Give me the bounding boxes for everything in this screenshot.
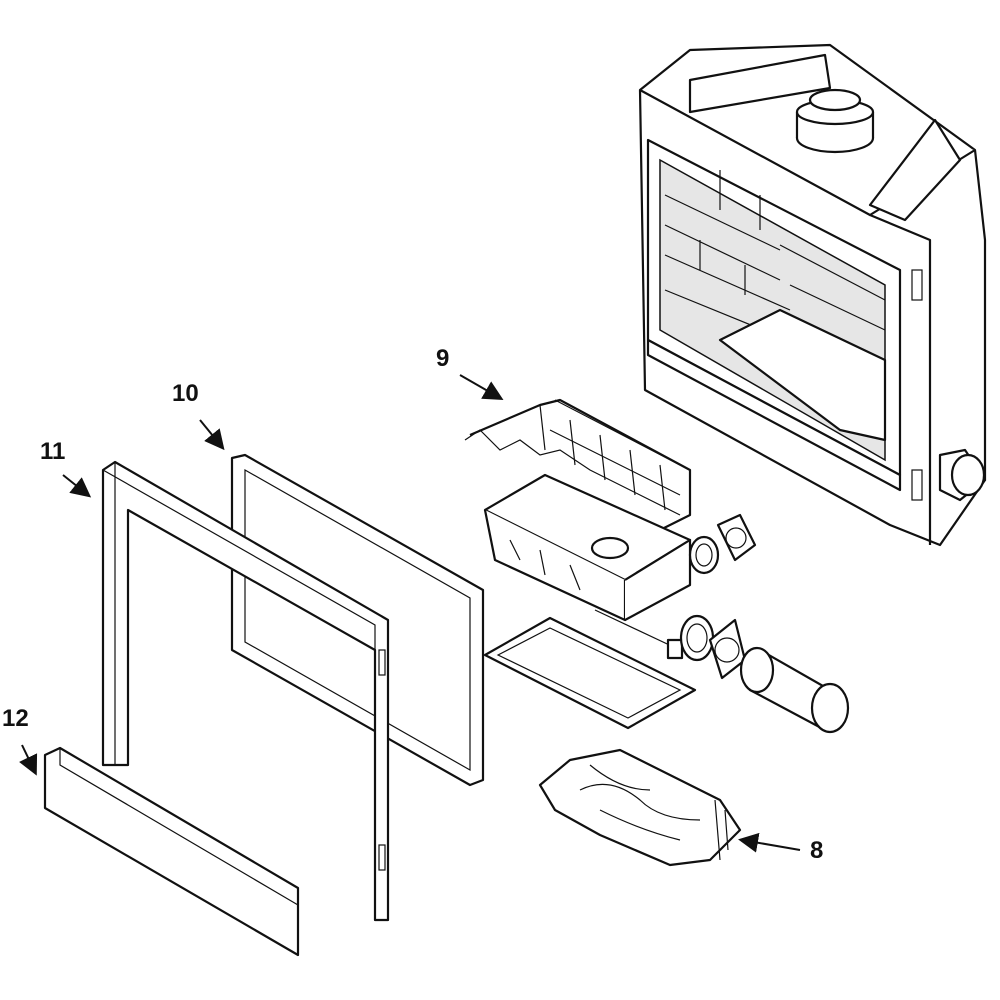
callout-10: 10 (172, 380, 199, 407)
burner-assembly (483, 473, 692, 660)
firebox-unit (638, 43, 987, 547)
arrow-8 (738, 832, 801, 853)
gaskets-and-vent-pipe (679, 513, 850, 734)
arrow-10 (199, 419, 225, 451)
callout-12: 12 (2, 705, 29, 732)
arrow-12 (19, 744, 38, 776)
arrow-9 (459, 374, 504, 400)
part-9-grate (464, 398, 692, 551)
base-plate (483, 616, 697, 730)
callout-8: 8 (810, 837, 824, 864)
part-12-bottom-panel (43, 746, 300, 957)
callout-9: 9 (436, 345, 450, 372)
callout-11: 11 (40, 438, 66, 465)
part-11-front-frame (101, 460, 390, 922)
part-8-ember-bed (538, 748, 742, 867)
arrow-11 (62, 474, 92, 498)
